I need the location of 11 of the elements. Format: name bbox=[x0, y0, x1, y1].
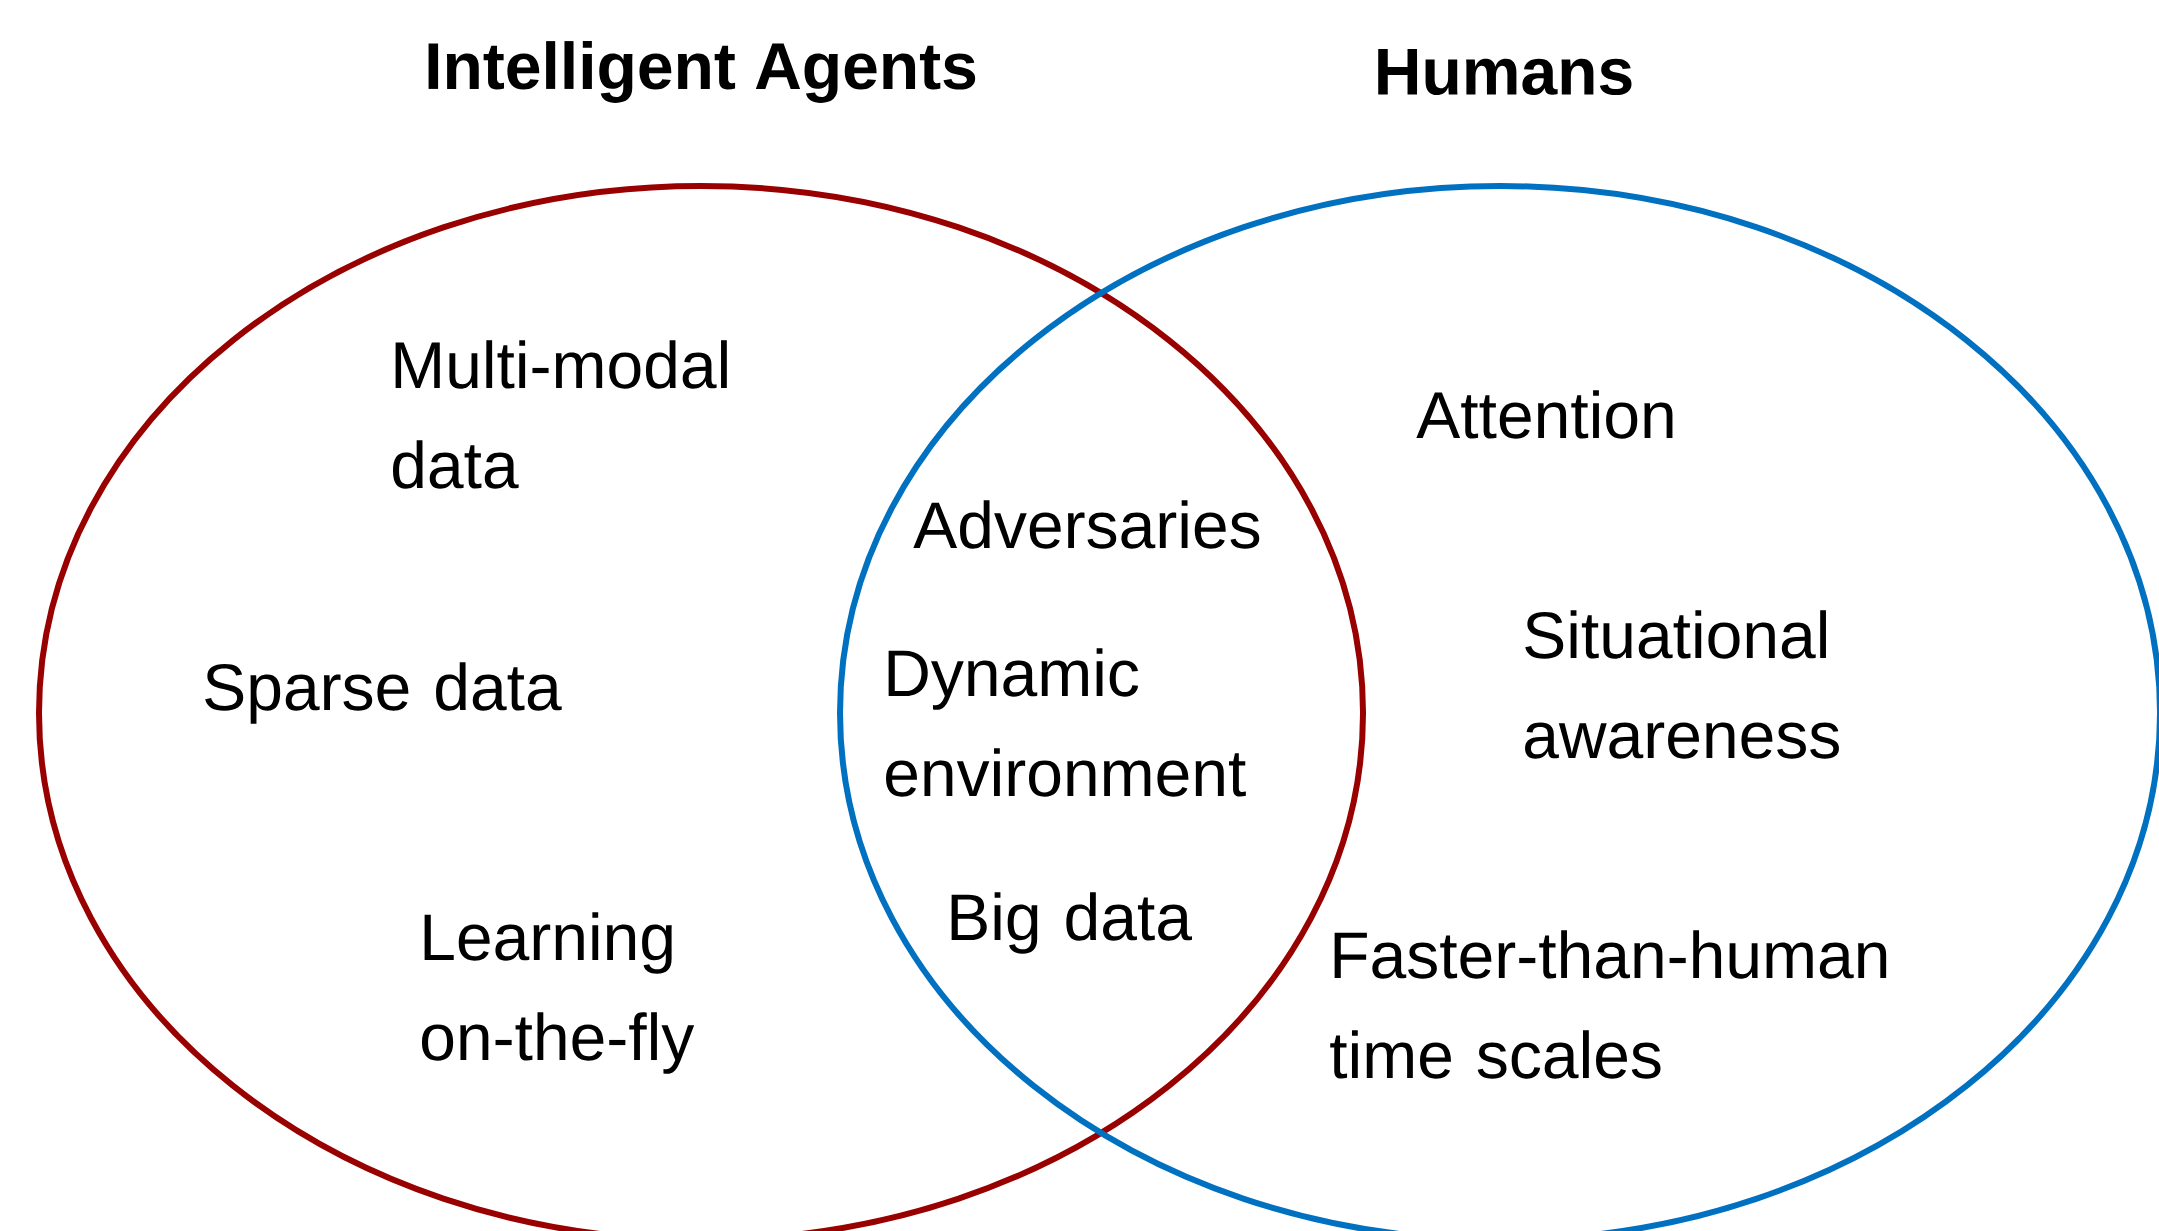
region-label: Sparse data bbox=[205, 662, 562, 724]
region-label: Faster-than-human time scales bbox=[1330, 930, 1887, 1079]
region-label: Multi-modal data bbox=[393, 340, 727, 489]
region-label: Dynamic environment bbox=[886, 648, 1246, 797]
region-label: Big data bbox=[951, 892, 1192, 954]
region-label: Attention bbox=[1416, 390, 1673, 439]
set-heading: Humans bbox=[1378, 49, 1632, 95]
region-label: Situational awareness bbox=[1525, 610, 1839, 759]
set-heading: Intelligent Agents bbox=[428, 41, 976, 103]
region-label: Adversaries bbox=[913, 500, 1260, 549]
region-label: Learning on-the-fly bbox=[422, 912, 695, 1074]
